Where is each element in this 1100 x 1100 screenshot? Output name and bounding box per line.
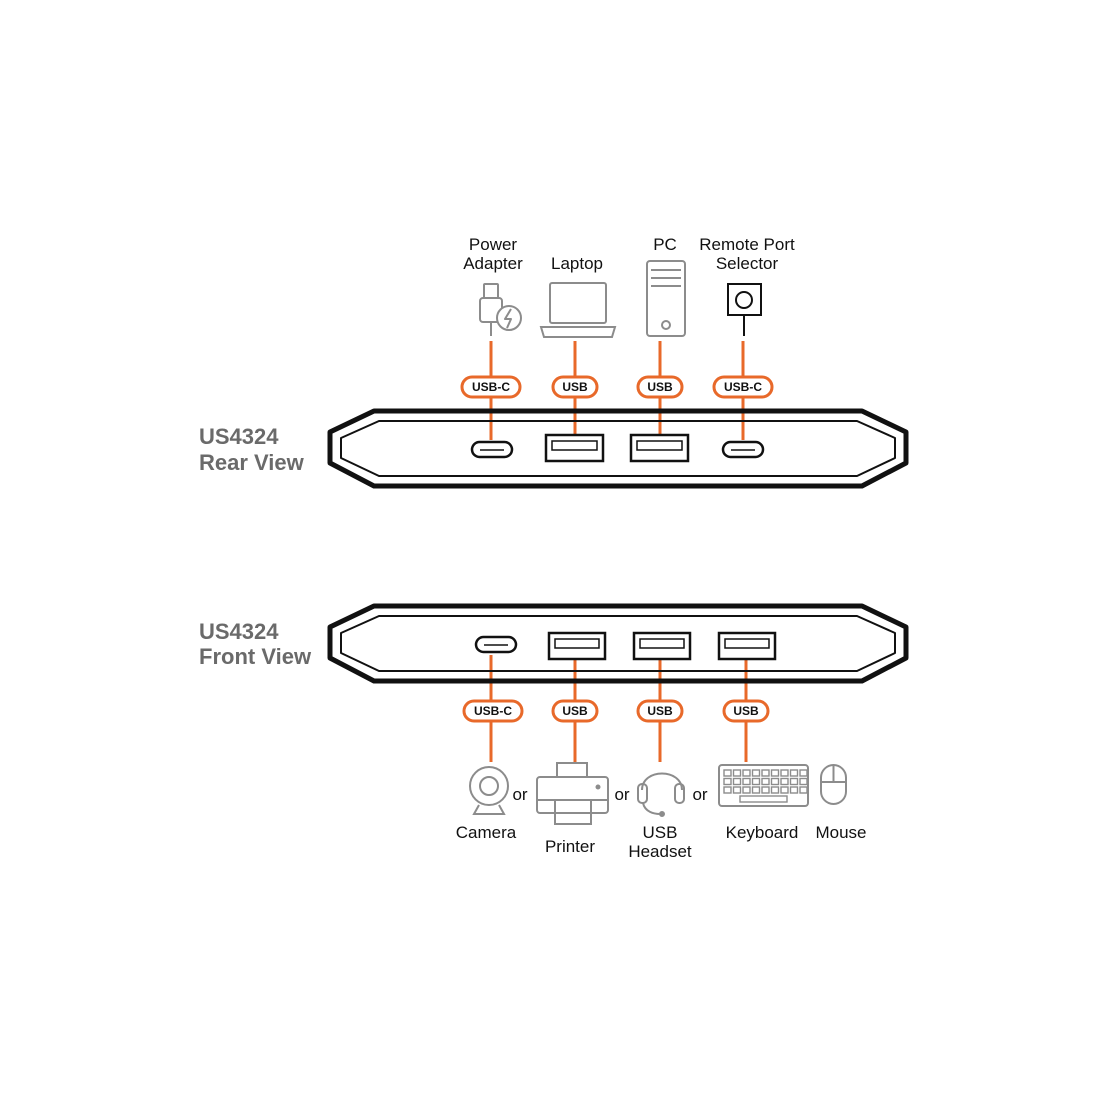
rear-ports	[470, 433, 765, 463]
keyboard-key	[799, 777, 808, 786]
front-model-label: US4324	[199, 619, 279, 644]
keyboard-key	[742, 777, 751, 786]
keyboard-key	[723, 777, 732, 786]
rear-port-badge-2: USB	[551, 375, 599, 399]
headset-label-line1: USB	[643, 823, 678, 842]
rear-port-badge-3-text: USB	[647, 380, 673, 394]
rear-view-section: US4324 Rear View Power Adapter Laptop PC…	[199, 235, 909, 489]
rear-usb-a-port-1	[544, 433, 605, 463]
printer-icon	[536, 762, 609, 825]
keyboard-key	[799, 786, 808, 794]
rear-port-badge-4-text: USB-C	[724, 380, 762, 394]
remote-port-selector-icon	[727, 283, 762, 336]
keyboard-key	[723, 786, 732, 794]
keyboard-key	[770, 786, 780, 794]
headset-label-line2: Headset	[628, 842, 692, 861]
keyboard-key	[732, 777, 742, 786]
keyboard-key	[789, 786, 799, 794]
front-port-badge-1: USB-C	[462, 699, 524, 723]
power-adapter-label-line2: Adapter	[463, 254, 523, 273]
rear-usb-a-port-2	[629, 433, 690, 463]
rear-device-body	[327, 408, 909, 489]
headset-icon	[637, 772, 685, 817]
front-device-body	[327, 603, 909, 684]
front-usb-a-port-2	[632, 631, 692, 661]
rear-port-badge-1-text: USB-C	[472, 380, 510, 394]
front-usb-a-port-3	[717, 631, 777, 661]
keyboard-key	[780, 786, 789, 794]
front-port-badge-1-text: USB-C	[474, 704, 512, 718]
front-port-badge-4-text: USB	[733, 704, 759, 718]
mouse-label: Mouse	[815, 823, 866, 842]
keyboard-key	[770, 777, 780, 786]
keyboard-key	[742, 786, 751, 794]
front-view-label: Front View	[199, 644, 312, 669]
printer-label: Printer	[545, 837, 595, 856]
keyboard-label: Keyboard	[726, 823, 799, 842]
power-adapter-icon	[479, 283, 522, 336]
or-separator-1: or	[512, 785, 527, 804]
front-port-badge-4: USB	[722, 699, 770, 723]
keyboard-key	[799, 769, 808, 777]
front-ports	[474, 631, 777, 661]
front-port-badge-2-text: USB	[562, 704, 588, 718]
keyboard-key	[723, 769, 732, 777]
keyboard-key	[751, 777, 761, 786]
keyboard-key	[780, 769, 789, 777]
or-separator-3: or	[692, 785, 707, 804]
keyboard-key	[789, 769, 799, 777]
keyboard-key	[751, 769, 761, 777]
laptop-icon	[539, 282, 617, 338]
keyboard-key	[780, 777, 789, 786]
pc-label: PC	[653, 235, 677, 254]
camera-icon	[469, 766, 509, 815]
rear-port-badge-1: USB-C	[460, 375, 522, 399]
keyboard-key	[742, 769, 751, 777]
camera-label: Camera	[456, 823, 517, 842]
rear-port-badge-2-text: USB	[562, 380, 588, 394]
rear-port-badge-4: USB-C	[712, 375, 774, 399]
front-usb-a-port-1	[547, 631, 607, 661]
or-separator-2: or	[614, 785, 629, 804]
keyboard-key	[732, 769, 742, 777]
remote-selector-label-line2: Selector	[716, 254, 779, 273]
rear-port-badge-3: USB	[636, 375, 684, 399]
front-port-badge-3-text: USB	[647, 704, 673, 718]
power-adapter-label-line1: Power	[469, 235, 518, 254]
keyboard-key	[732, 786, 742, 794]
rear-view-label: Rear View	[199, 450, 305, 475]
front-port-badge-3: USB	[636, 699, 684, 723]
remote-selector-label-line1: Remote Port	[699, 235, 795, 254]
mouse-icon	[820, 764, 847, 805]
rear-model-label: US4324	[199, 424, 279, 449]
keyboard-key	[770, 769, 780, 777]
keyboard-key	[751, 786, 761, 794]
keyboard-key	[789, 777, 799, 786]
laptop-label: Laptop	[551, 254, 603, 273]
front-port-badge-2: USB	[551, 699, 599, 723]
front-view-section: US4324 Front View	[199, 603, 909, 861]
keyboard-key	[761, 786, 770, 794]
keyboard-icon	[718, 764, 809, 807]
keyboard-key	[761, 769, 770, 777]
keyboard-spacebar	[739, 795, 788, 803]
pc-tower-icon	[646, 260, 686, 337]
rear-connector-lines	[489, 341, 745, 440]
keyboard-key	[761, 777, 770, 786]
